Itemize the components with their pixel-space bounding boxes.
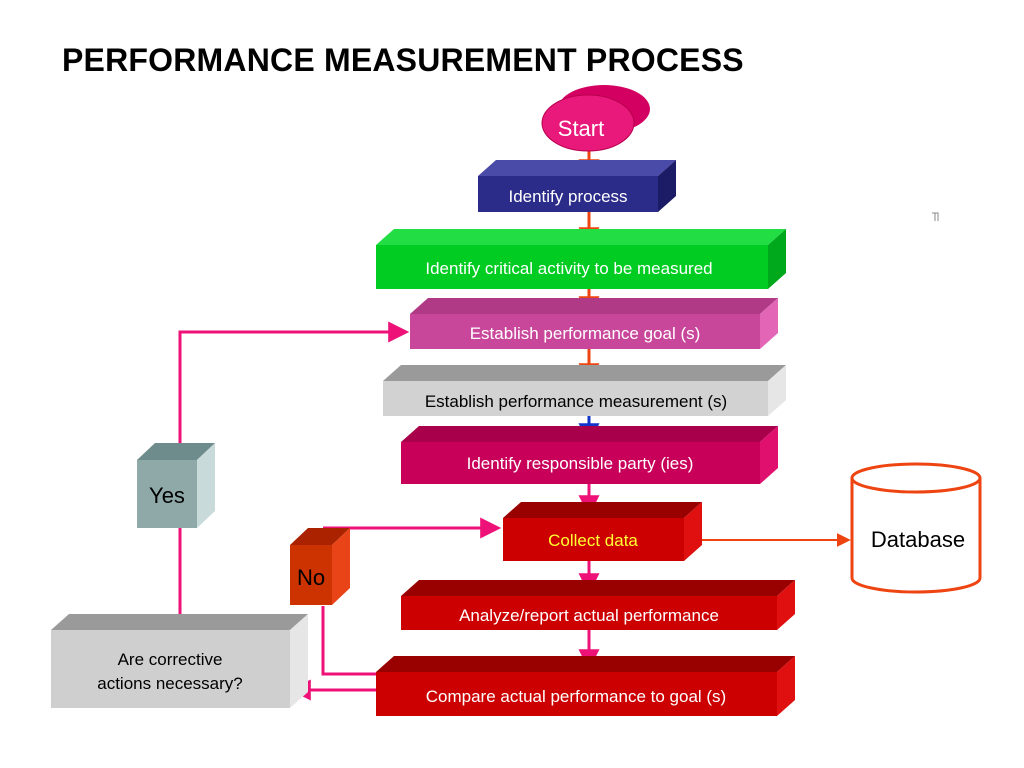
identify-party-box: Identify responsible party (ies)	[401, 426, 778, 484]
yes-box: Yes	[137, 443, 215, 528]
analyze-report-box: Analyze/report actual performance	[401, 580, 795, 630]
start-label: Start	[558, 116, 604, 141]
corrective-actions-box: Are corrective actions necessary?	[51, 614, 308, 708]
analyze-report-label: Analyze/report actual performance	[459, 606, 719, 625]
collect-data-label: Collect data	[548, 531, 638, 550]
database-cylinder: Database	[850, 462, 982, 594]
database-label: Database	[871, 527, 965, 552]
establish-measurement-box: Establish performance measurement (s)	[383, 365, 786, 416]
establish-goal-box: Establish performance goal (s)	[410, 298, 778, 349]
corrective-line-2: actions necessary?	[97, 674, 243, 693]
identify-party-label: Identify responsible party (ies)	[467, 454, 694, 473]
compare-label: Compare actual performance to goal (s)	[426, 687, 726, 706]
compare-box: Compare actual performance to goal (s)	[376, 656, 795, 716]
paragraph-mark-icon	[932, 212, 939, 221]
no-label: No	[297, 565, 325, 590]
arrow-yes-to-goal	[178, 321, 410, 462]
identify-critical-label: Identify critical activity to be measure…	[425, 259, 712, 278]
establish-goal-label: Establish performance goal (s)	[470, 324, 701, 343]
identify-process-label: Identify process	[508, 187, 627, 206]
yes-label: Yes	[149, 483, 185, 508]
start-node: Start	[541, 85, 650, 152]
arrow-compare-to-no-to-collect	[321, 606, 378, 676]
no-box: No	[290, 528, 350, 605]
page-title: PERFORMANCE MEASUREMENT PROCESS	[62, 42, 744, 78]
identify-process-box: Identify process	[478, 160, 676, 212]
corrective-line-1: Are corrective	[118, 650, 223, 669]
establish-measurement-label: Establish performance measurement (s)	[425, 392, 727, 411]
identify-critical-box: Identify critical activity to be measure…	[376, 229, 786, 289]
collect-data-box: Collect data	[503, 502, 702, 561]
